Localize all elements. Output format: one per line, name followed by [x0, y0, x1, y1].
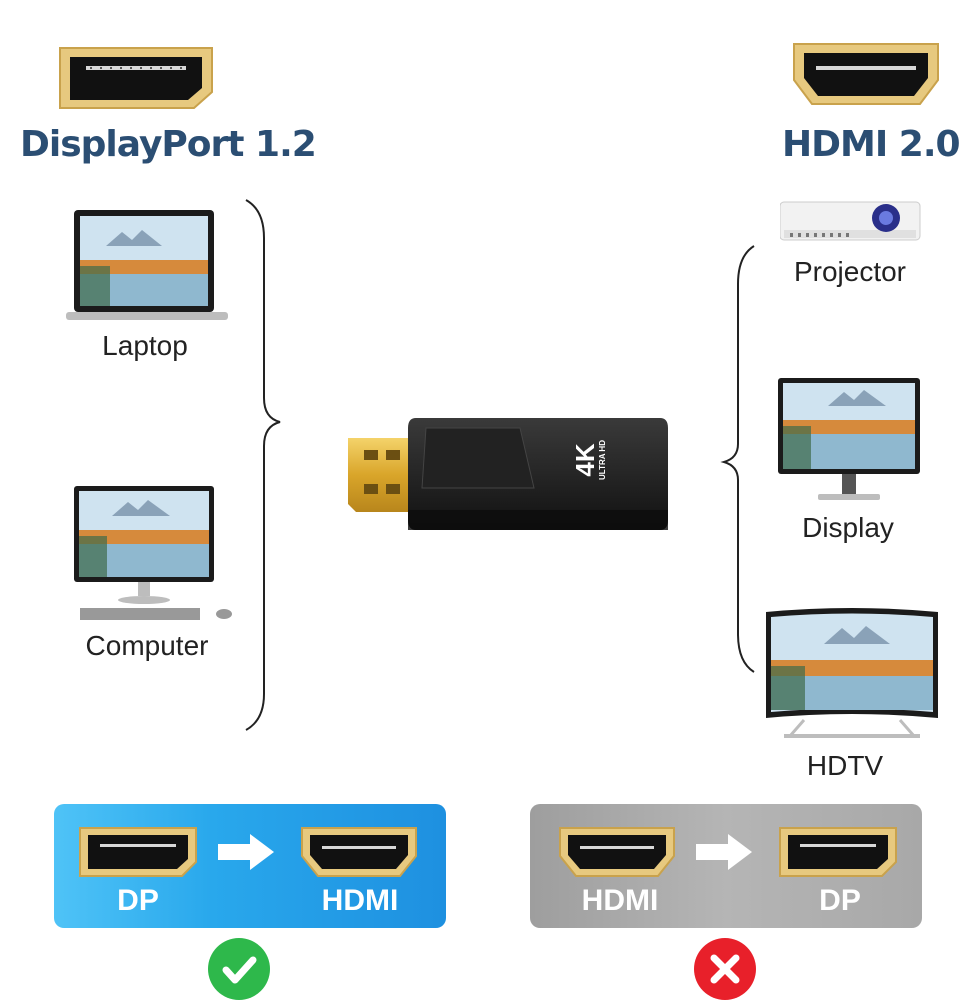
right-brace	[720, 244, 760, 674]
right-arrow-icon	[694, 832, 754, 872]
display-image	[778, 376, 924, 504]
adapter-4k-text: 4K	[570, 443, 600, 477]
dp-port-icon	[778, 826, 898, 878]
display-label: Display	[802, 512, 894, 543]
hdmi-port-icon	[558, 826, 676, 878]
hdmi-port-icon	[300, 826, 418, 878]
unsupported-direction-panel: HDMI DP	[530, 804, 922, 928]
laptop-label: Laptop	[102, 330, 188, 361]
projector-label: Projector	[793, 256, 907, 287]
hdmi-title: HDMI 2.0	[782, 124, 961, 165]
checkmark-icon	[208, 938, 270, 1000]
left-brace	[240, 198, 286, 732]
hdtv-image	[764, 608, 940, 742]
dp-port-icon	[78, 826, 198, 878]
displayport-title: DisplayPort 1.2	[20, 124, 317, 165]
laptop-image	[66, 208, 228, 324]
computer-label: Computer	[85, 630, 209, 661]
adapter-ultrahd-text: ULTRA HD	[598, 440, 607, 480]
adapter-4k-badge: 4K ULTRA HD	[570, 428, 612, 492]
hdtv-label: HDTV	[806, 750, 884, 781]
unsupported-to-label: DP	[819, 884, 861, 917]
hdmi-port-icon	[790, 40, 942, 108]
supported-direction-panel: DP HDMI	[54, 804, 446, 928]
right-arrow-icon	[216, 832, 276, 872]
displayport-port-icon	[56, 44, 216, 112]
supported-from-label: DP	[117, 884, 159, 917]
unsupported-from-label: HDMI	[581, 884, 659, 917]
computer-image	[72, 484, 242, 624]
projector-image	[780, 200, 924, 248]
adapter-image	[342, 414, 672, 538]
supported-to-label: HDMI	[321, 884, 399, 917]
cross-icon	[694, 938, 756, 1000]
